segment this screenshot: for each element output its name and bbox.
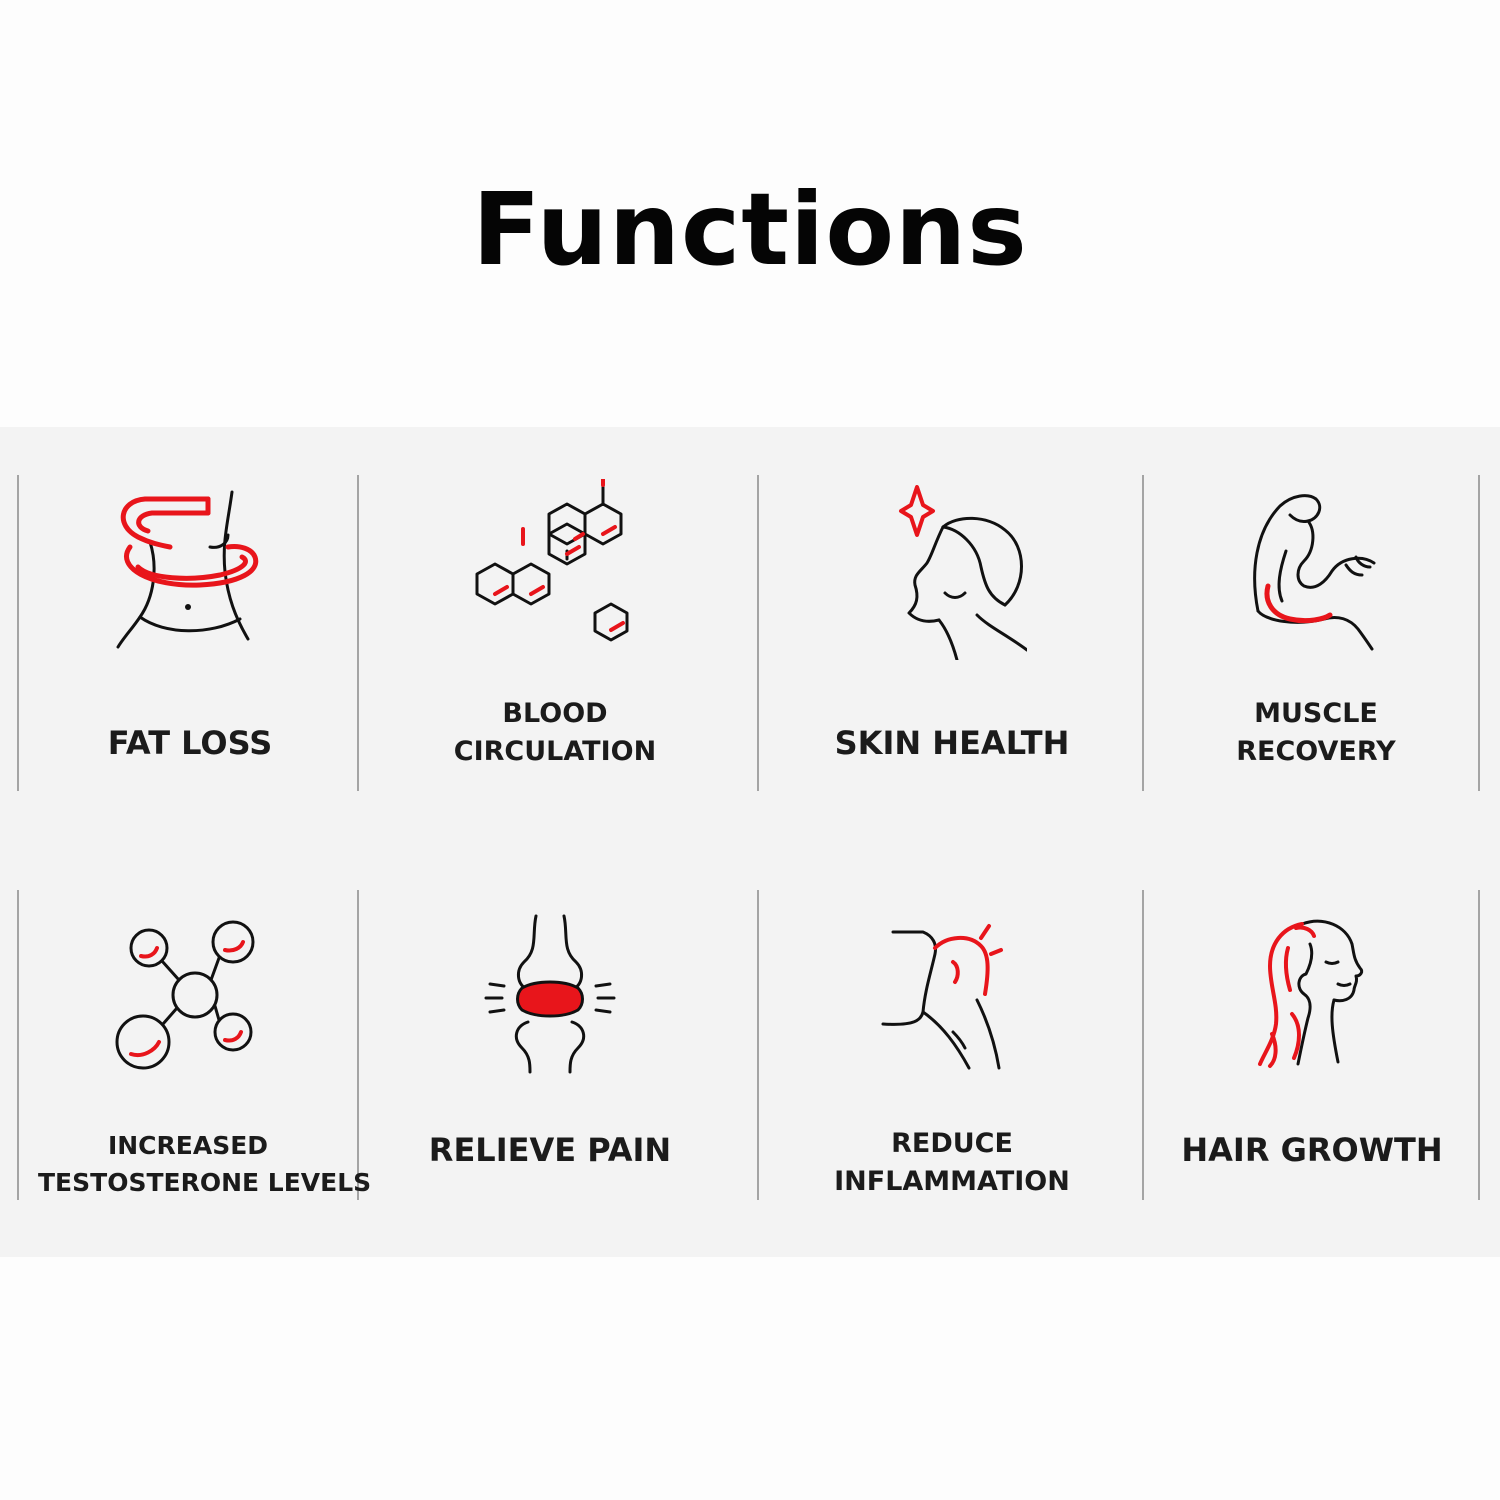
function-label-line: RECOVERY [1236,736,1396,767]
function-item-muscle-recovery: MUSCLE RECOVERY [1166,467,1466,787]
divider [1478,475,1480,791]
divider [757,890,759,1200]
function-label: INCREASED TESTOSTERONE LEVELS [38,1127,372,1201]
function-label: BLOOD CIRCULATION [405,695,705,771]
flexed-arm-icon [1246,491,1386,651]
function-item-skin-health: SKIN HEALTH [802,467,1102,787]
function-label-line: HAIR GROWTH [1181,1131,1443,1169]
function-item-hair-growth: HAIR GROWTH [1162,882,1462,1202]
functions-panel: FAT LOSS [0,427,1500,1257]
function-label-line: CIRCULATION [453,736,657,767]
divider [757,475,759,791]
divider [357,475,359,791]
function-label: REDUCE INFLAMMATION [802,1125,1102,1201]
hair-profile-icon [1242,914,1382,1074]
divider [357,890,359,1200]
knee-joint-icon [480,914,620,1074]
function-item-testosterone: INCREASED TESTOSTERONE LEVELS [38,882,372,1202]
function-label: FAT LOSS [40,723,340,763]
divider [1142,475,1144,791]
divider [1142,890,1144,1200]
function-label-line: MUSCLE [1254,698,1378,729]
function-label-line: REDUCE [891,1128,1013,1159]
function-label: RELIEVE PAIN [400,1130,700,1170]
function-label-line: FAT LOSS [107,724,273,762]
function-label-line: BLOOD [502,698,608,729]
function-label-line: INFLAMMATION [834,1166,1070,1197]
page-title: Functions [472,171,1028,288]
function-item-fat-loss: FAT LOSS [40,467,340,787]
function-label: HAIR GROWTH [1162,1130,1462,1170]
function-label: SKIN HEALTH [802,723,1102,763]
neck-pain-icon [877,920,1027,1070]
function-item-reduce-inflammation: REDUCE INFLAMMATION [802,882,1102,1202]
function-label-line: SKIN HEALTH [834,724,1070,762]
face-sparkle-icon [877,485,1027,660]
waist-icon [110,487,270,657]
divider [17,890,19,1200]
divider [1478,890,1480,1200]
function-item-relieve-pain: RELIEVE PAIN [400,882,700,1202]
molecule-hexagon-icon [465,479,645,659]
function-label-line: INCREASED [107,1131,269,1160]
function-label-line: TESTOSTERONE LEVELS [38,1168,372,1197]
function-item-blood-circulation: BLOOD CIRCULATION [405,467,705,787]
function-label: MUSCLE RECOVERY [1166,695,1466,771]
function-label-line: RELIEVE PAIN [428,1131,672,1169]
molecule-nodes-icon [113,920,263,1070]
divider [17,475,19,791]
